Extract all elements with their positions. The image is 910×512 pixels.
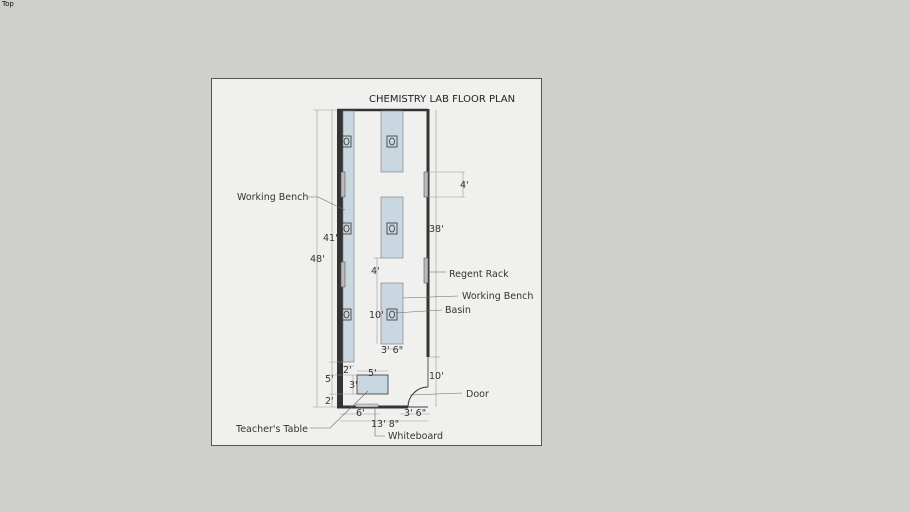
- dim-door-width: 3' 6": [404, 408, 426, 419]
- dim-whiteboard-offset: 6': [356, 408, 365, 419]
- callout-regent-rack: Regent Rack: [449, 269, 509, 280]
- leader-lines: [307, 196, 463, 437]
- view-label: Top: [2, 0, 14, 8]
- callout-whiteboard: Whiteboard: [388, 431, 443, 442]
- dim-island-length: 10': [369, 310, 384, 321]
- island-bench: [380, 196, 404, 259]
- basin-icon: [386, 135, 398, 148]
- dim-table-offset: 5': [325, 374, 334, 385]
- dim-rack-offset: 4': [460, 180, 469, 191]
- dim-right-wall-length: 38': [429, 224, 444, 235]
- left-working-bench: [342, 110, 355, 363]
- callout-door: Door: [466, 389, 489, 400]
- regent-rack: [423, 171, 429, 198]
- dim-left-bench-length: 41': [323, 233, 338, 244]
- basin-icon: [386, 308, 398, 321]
- callout-working-bench-right: Working Bench: [462, 291, 533, 302]
- dim-bottom-gap: 2': [325, 396, 334, 407]
- dim-bench-gap: 2': [343, 365, 352, 376]
- basin-icon: [341, 308, 352, 321]
- basin-icon: [341, 222, 352, 235]
- dim-overall-length: 48': [310, 254, 325, 265]
- regent-rack: [423, 257, 429, 284]
- regent-rack: [340, 171, 346, 198]
- dim-table-width: 5': [368, 368, 377, 379]
- plan-title: CHEMISTRY LAB FLOOR PLAN: [369, 94, 515, 105]
- dim-island-width: 3' 6": [381, 345, 403, 356]
- regent-rack: [340, 261, 346, 288]
- dim-door-wall: 10': [429, 371, 444, 382]
- dim-table-depth: 3': [349, 380, 358, 391]
- left-wall: [337, 109, 343, 408]
- dimension-lines: [313, 109, 465, 422]
- dim-island-gap: 4': [371, 266, 380, 277]
- callout-working-bench-left: Working Bench: [237, 192, 308, 203]
- island-bench: [380, 282, 404, 345]
- teachers-table: [356, 374, 389, 395]
- callout-basin: Basin: [445, 305, 471, 316]
- island-bench: [380, 110, 404, 173]
- basin-icon: [341, 135, 352, 148]
- basin-icon: [386, 222, 398, 235]
- dim-overall-width: 13' 8": [371, 419, 399, 430]
- door-swing: [407, 386, 429, 408]
- whiteboard: [355, 403, 379, 408]
- callout-teachers-table: Teacher's Table: [235, 424, 308, 435]
